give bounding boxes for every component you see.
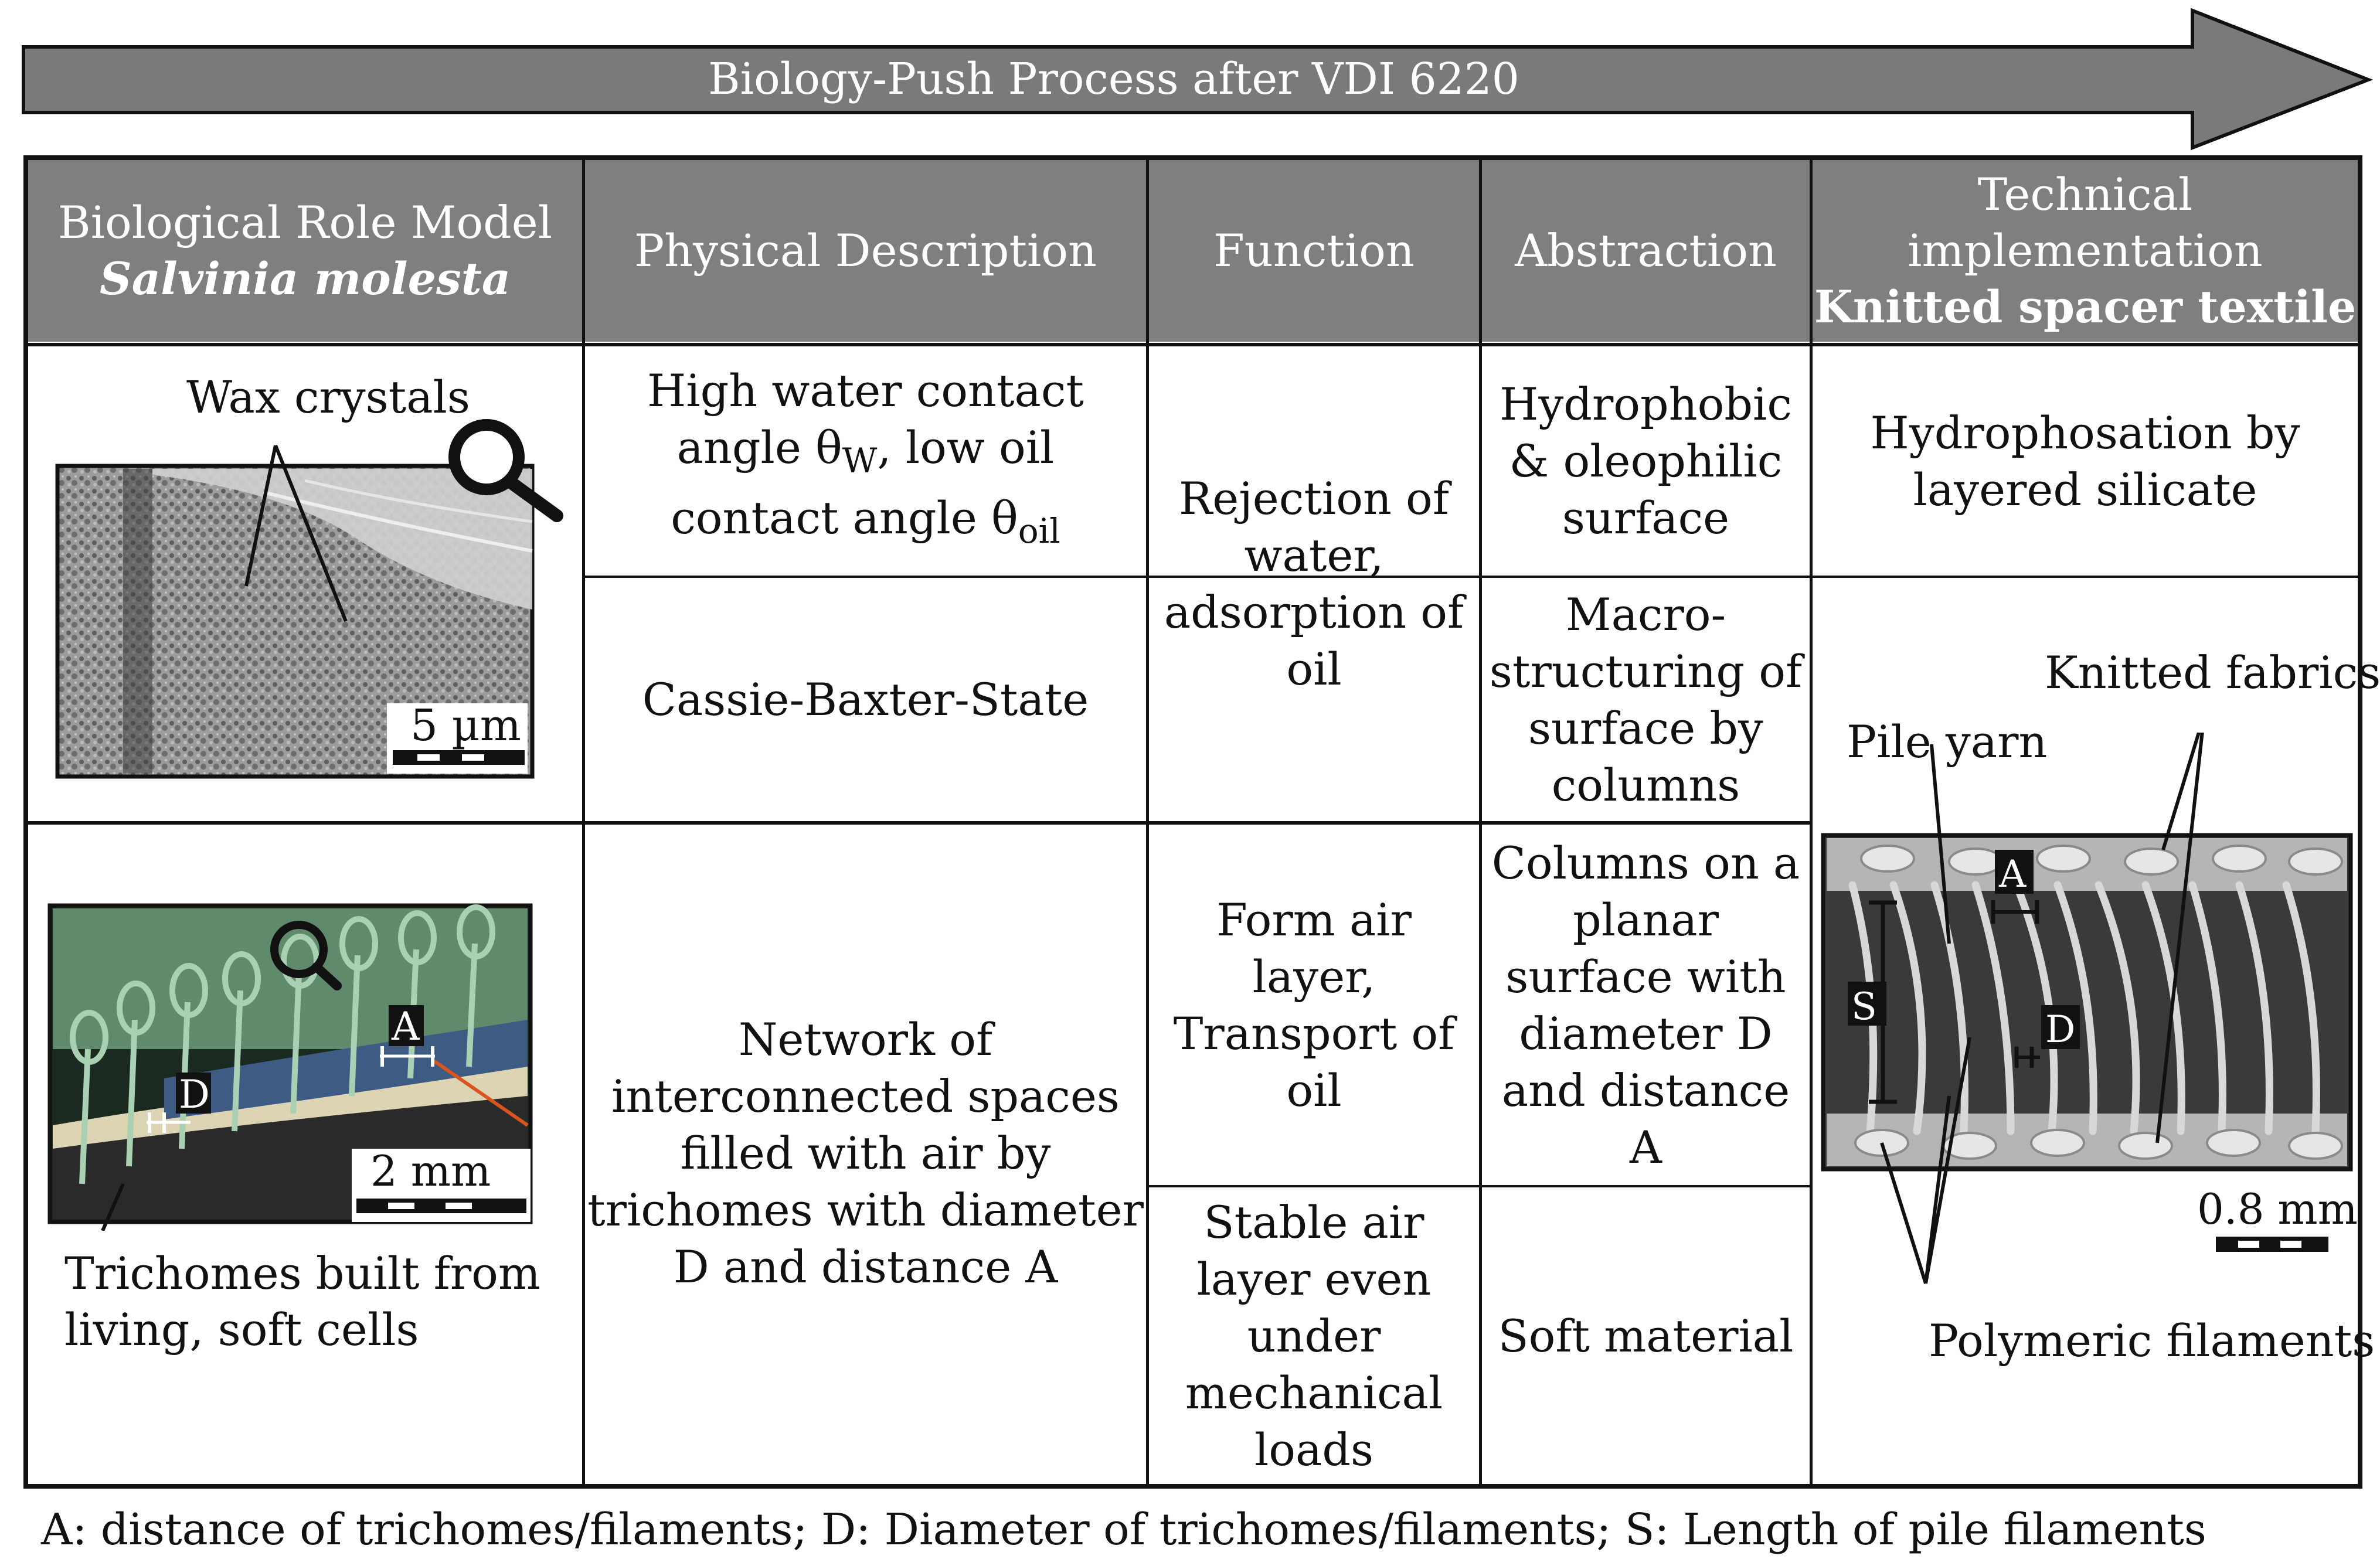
- tech-hydrophosation: Hydrophosation by layered silicate: [1870, 406, 2300, 516]
- textile-marker-A: A: [1999, 853, 2027, 896]
- header-physical-label: Physical Description: [634, 224, 1097, 277]
- scale-label-5um: 5 µm: [410, 700, 521, 751]
- header-role-model-title: Biological Role Model: [57, 196, 553, 248]
- magnifier-icon-small: [270, 921, 342, 990]
- abstraction-columns: Columns on a planar surface with diamete…: [1491, 836, 1800, 1173]
- abstraction-soft-material: Soft material: [1498, 1309, 1794, 1362]
- function-stable-air-layer: Stable air layer even under mechanical l…: [1185, 1196, 1443, 1476]
- textile-marker-D: D: [2045, 1008, 2076, 1051]
- textile-marker-S: S: [1851, 985, 1877, 1029]
- process-arrow: [22, 8, 2374, 151]
- header-abstraction: Abstraction: [1482, 160, 1810, 342]
- trichomes-label: Trichomes built from living, soft cells: [64, 1247, 540, 1356]
- function-form-air-layer: Form air layer, Transport of oil: [1173, 893, 1455, 1116]
- knitted-fabrics-label: Knitted fabrics: [2045, 646, 2380, 699]
- physical-network: Network of interconnected spaces filled …: [587, 1013, 1144, 1293]
- row-divider: [23, 821, 1810, 825]
- cassie-baxter-text: Cassie-Baxter-State: [642, 673, 1089, 726]
- pile-yarn-label: Pile yarn: [1847, 716, 2048, 768]
- row2-mid-line: [1146, 1185, 1811, 1187]
- header-function-label: Function: [1213, 224, 1415, 277]
- header-physical: Physical Description: [585, 160, 1146, 342]
- header-species-name: Salvinia molesta: [99, 253, 511, 305]
- abstraction-macro-structuring: Macro- structuring of surface by columns: [1489, 588, 1803, 811]
- contact-angle-line1: High water contact: [647, 364, 1084, 417]
- spacer-textile-image: [1821, 733, 2353, 1284]
- legend-footnote: A: distance of trichomes/filaments; D: D…: [41, 1504, 2206, 1555]
- wax-crystals-label: Wax crystals: [186, 371, 470, 423]
- contact-angle-line3: contact angle θoil: [671, 492, 1060, 551]
- physical-cassie-baxter: Cassie-Baxter-State: [585, 578, 1146, 821]
- row1-tech-line: [1810, 576, 2361, 578]
- scale-label-08mm: 0.8 mm: [2197, 1184, 2358, 1234]
- header-technical-line3: Knitted spacer textile: [1814, 281, 2357, 333]
- row1-mid-line: [582, 576, 1810, 578]
- header-role-model: Biological Role Model Salvinia molesta: [28, 160, 582, 342]
- header-band: [28, 160, 2358, 342]
- scale-label-2mm: 2 mm: [370, 1146, 491, 1196]
- function-rejection: Rejection of water, adsorption of oil: [1164, 472, 1464, 695]
- process-title: Biology-Push Process after VDI 6220: [708, 54, 1519, 104]
- trichome-marker-A: A: [392, 1004, 420, 1049]
- col-divider-4: [1810, 155, 1813, 1489]
- header-technical: Technical implementation Knitted spacer …: [1813, 160, 2358, 342]
- trichome-photo: [47, 903, 533, 1231]
- sem-wax-image: [55, 419, 563, 779]
- header-abstraction-label: Abstraction: [1515, 224, 1777, 277]
- polymeric-filaments-label: Polymeric filaments: [1929, 1315, 2375, 1367]
- abstraction-hydrophobic: Hydrophobic & oleophilic surface: [1500, 378, 1792, 544]
- contact-angle-line2: angle θW, low oil: [676, 421, 1055, 481]
- header-technical-line1: Technical: [1977, 168, 2193, 220]
- header-divider: [23, 343, 2362, 346]
- header-function: Function: [1149, 160, 1479, 342]
- magnifier-icon: [448, 419, 563, 522]
- physical-contact-angle: High water contact angle θW, low oil con…: [585, 346, 1146, 576]
- header-technical-line2: implementation: [1908, 224, 2263, 277]
- trichome-marker-D: D: [179, 1072, 210, 1117]
